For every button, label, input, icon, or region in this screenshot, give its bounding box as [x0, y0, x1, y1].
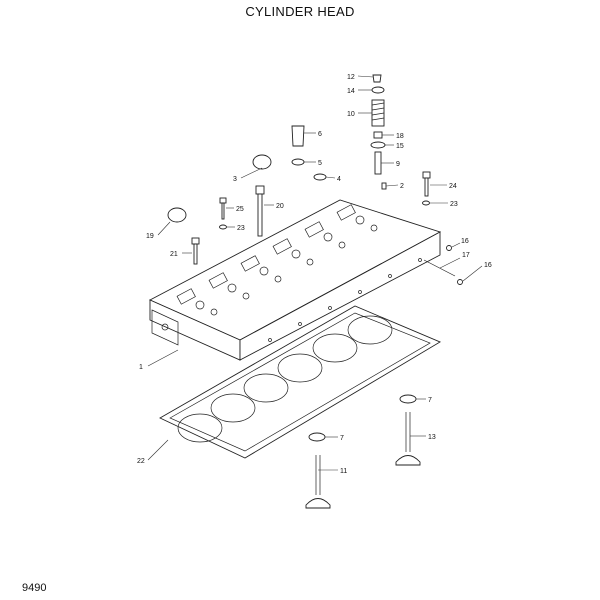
- callout-6: 6: [318, 131, 322, 138]
- dowel-2[interactable]: [381, 182, 387, 190]
- callout-11: 11: [340, 468, 347, 475]
- gasket-bores: [177, 315, 393, 443]
- plug-16a[interactable]: [446, 245, 452, 251]
- callout-22: 22: [137, 458, 145, 465]
- sheet-number: 9490: [22, 582, 47, 594]
- callout-7a: 7: [428, 397, 432, 404]
- callout-23a: 23: [237, 225, 245, 232]
- valve-keeper-12[interactable]: [372, 74, 382, 83]
- callout-3: 3: [233, 176, 237, 183]
- bolt-21[interactable]: [191, 237, 200, 265]
- valve-guide-9[interactable]: [374, 151, 382, 175]
- spring-retainer-14[interactable]: [371, 86, 385, 94]
- callout-17: 17: [462, 252, 470, 259]
- head-ports: [176, 204, 378, 316]
- callout-9: 9: [396, 161, 400, 168]
- callout-7b: 7: [340, 435, 344, 442]
- callout-5: 5: [318, 160, 322, 167]
- leader-lines: [147, 75, 483, 471]
- callout-16b: 16: [484, 262, 492, 269]
- cylinder-head-block[interactable]: [148, 199, 442, 361]
- callout-18: 18: [396, 133, 404, 140]
- valve-11[interactable]: [305, 455, 331, 509]
- callout-15: 15: [396, 143, 404, 150]
- o-ring-5[interactable]: [291, 158, 305, 166]
- callout-16a: 16: [461, 238, 469, 245]
- callout-1: 1: [139, 364, 143, 371]
- callout-23b: 23: [450, 201, 458, 208]
- spring-seat-15[interactable]: [370, 141, 386, 149]
- plug-4[interactable]: [313, 173, 327, 181]
- valve-seal-7b[interactable]: [308, 432, 326, 442]
- bolt-25[interactable]: [219, 197, 227, 220]
- expansion-plug-3[interactable]: [252, 154, 272, 170]
- callout-24: 24: [449, 183, 457, 190]
- bolt-20[interactable]: [255, 185, 265, 237]
- valve-13[interactable]: [395, 412, 421, 466]
- valve-stem-seal-18[interactable]: [373, 131, 383, 139]
- callout-12: 12: [347, 74, 355, 81]
- callout-14: 14: [347, 88, 355, 95]
- callout-labels: 1 2 3 4 5 6 7 7 9 10 11 12 13 14 15 16 1…: [137, 74, 492, 475]
- valve-spring-10[interactable]: [371, 99, 385, 127]
- callout-19: 19: [146, 233, 154, 240]
- callout-4: 4: [337, 176, 341, 183]
- pin-17[interactable]: [423, 259, 456, 277]
- callout-20: 20: [276, 203, 284, 210]
- callout-2: 2: [400, 183, 404, 190]
- expansion-plug-19[interactable]: [167, 207, 187, 223]
- side-bolt-holes: [268, 258, 422, 342]
- callout-13: 13: [428, 434, 436, 441]
- valve-seal-7a[interactable]: [399, 394, 417, 404]
- page-title: CYLINDER HEAD: [245, 4, 355, 19]
- washer-23a[interactable]: [219, 224, 227, 230]
- head-gasket[interactable]: [159, 305, 441, 459]
- plug-16b[interactable]: [457, 279, 463, 285]
- callout-25: 25: [236, 206, 244, 213]
- callout-10: 10: [347, 111, 355, 118]
- bolt-24[interactable]: [422, 171, 431, 197]
- washer-23b[interactable]: [422, 200, 430, 206]
- callout-21: 21: [170, 251, 178, 258]
- injector-sleeve-6[interactable]: [291, 125, 305, 147]
